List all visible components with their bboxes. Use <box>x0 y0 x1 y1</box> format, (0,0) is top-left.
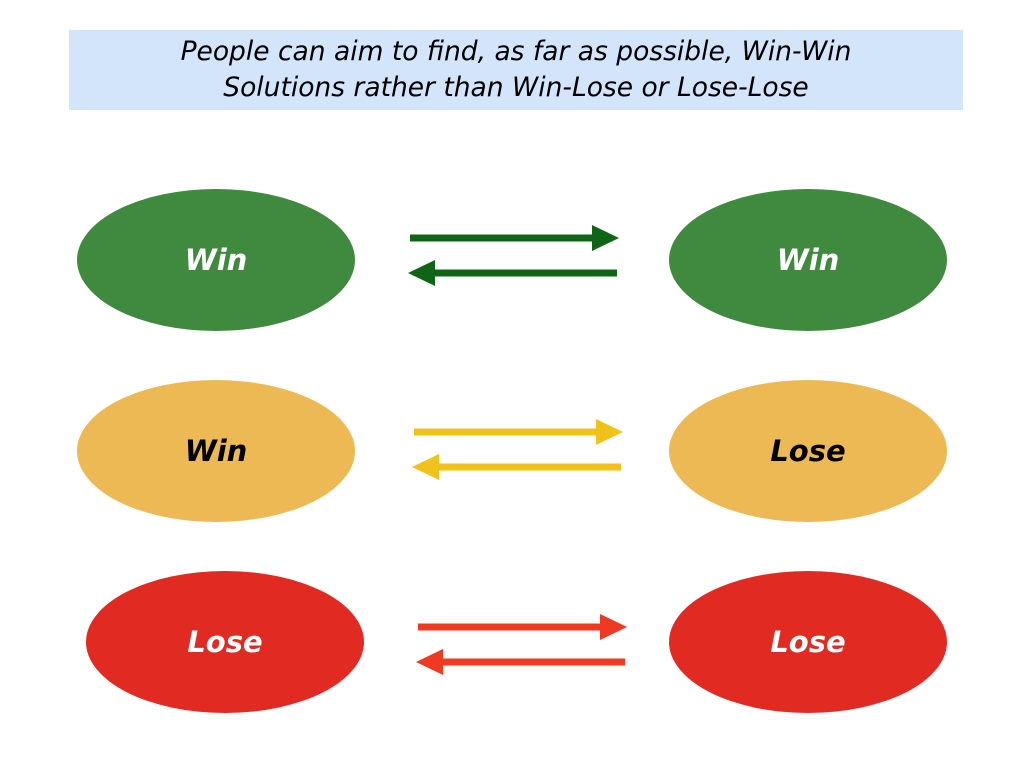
row3-right-label: Lose <box>770 624 846 659</box>
row1-left-ellipse: Win <box>77 189 355 331</box>
title-line-1: People can aim to find, as far as possib… <box>180 36 852 67</box>
row1-left-label: Win <box>184 242 248 277</box>
title-line-2: Solutions rather than Win-Lose or Lose-L… <box>223 72 809 103</box>
row1-right-label: Win <box>776 242 840 277</box>
row3-right-ellipse: Lose <box>669 571 947 713</box>
row2-left-ellipse: Win <box>77 380 355 522</box>
title-banner: People can aim to find, as far as possib… <box>69 30 963 110</box>
row3-left-ellipse: Lose <box>86 571 364 713</box>
row2-left-label: Win <box>184 433 248 468</box>
row3-left-label: Lose <box>187 624 263 659</box>
row2-right-ellipse: Lose <box>669 380 947 522</box>
row1-right-ellipse: Win <box>669 189 947 331</box>
row2-right-label: Lose <box>770 433 846 468</box>
